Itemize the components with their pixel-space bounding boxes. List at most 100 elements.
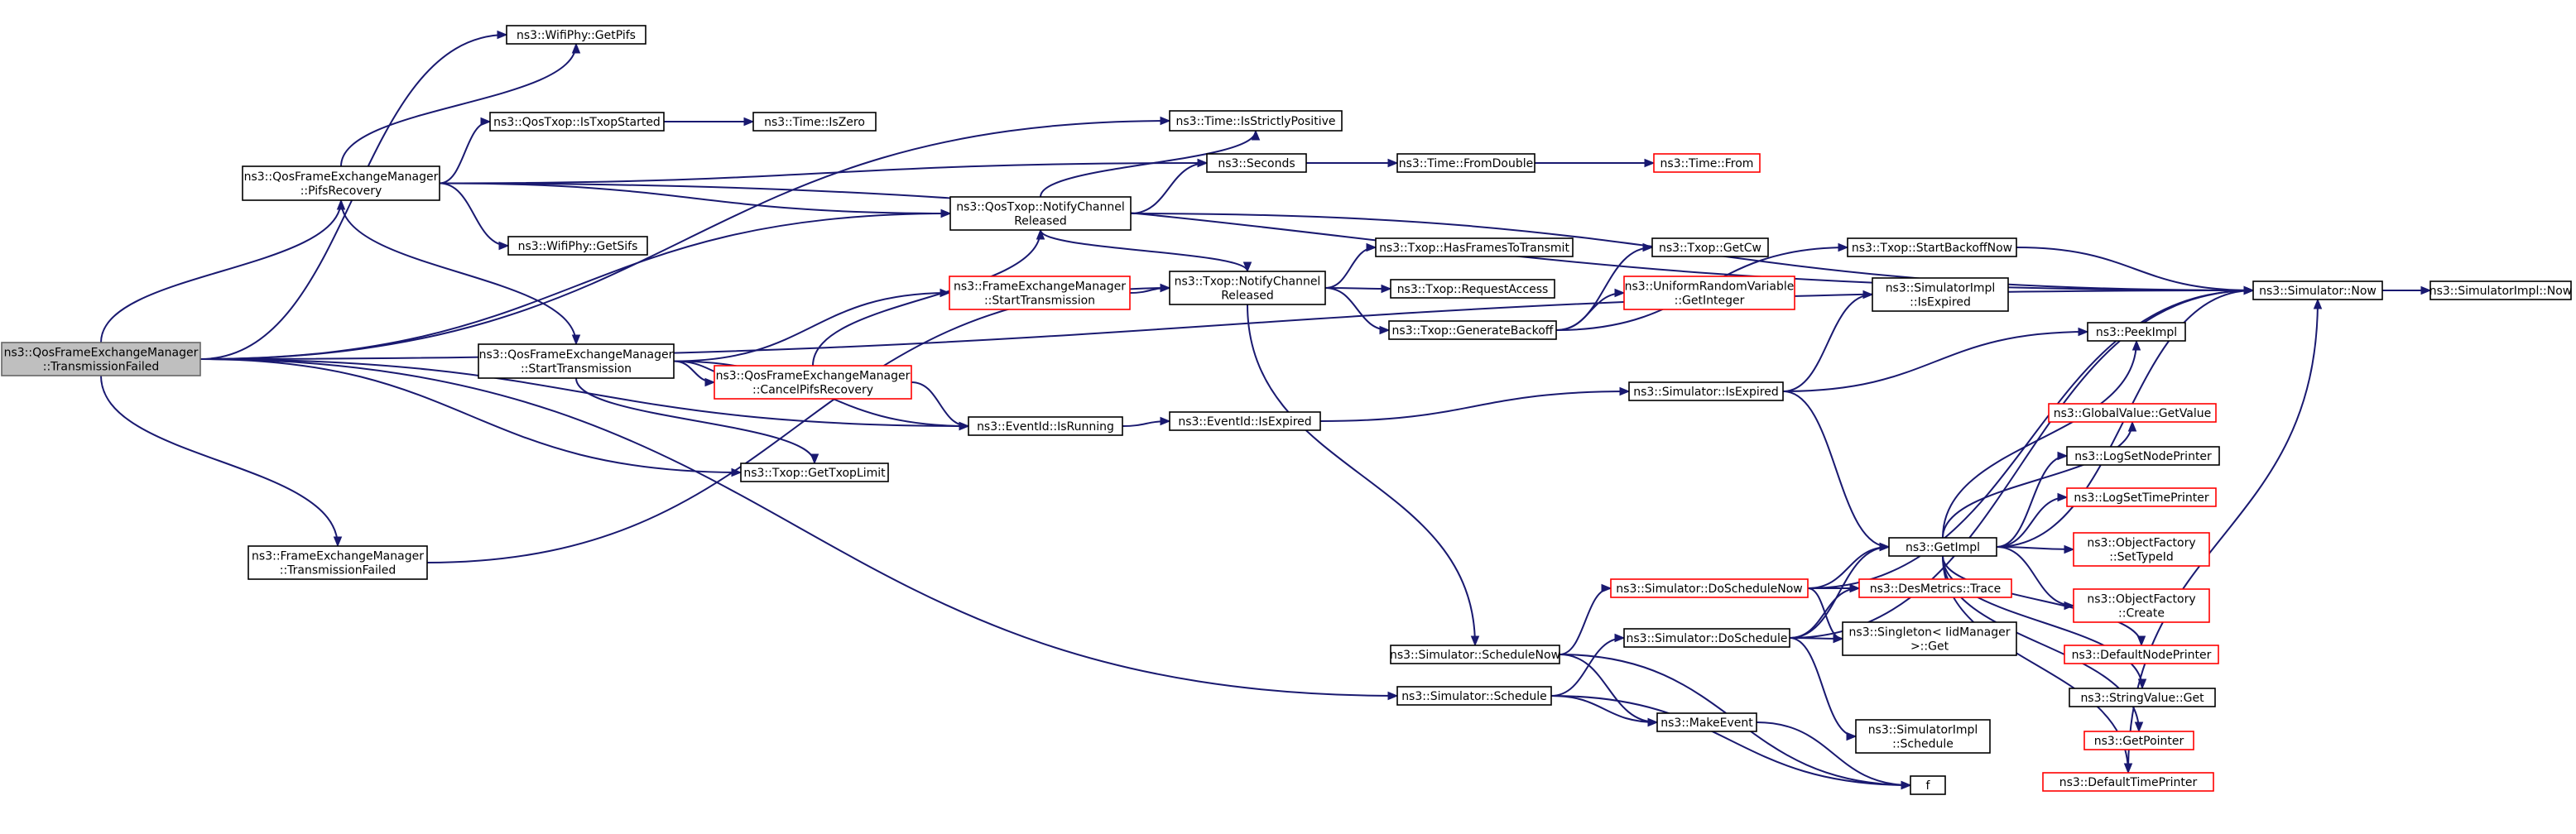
- node-fem_fail[interactable]: ns3::FrameExchangeManager::TransmissionF…: [248, 545, 428, 580]
- edge-line: [100, 375, 339, 547]
- call-edge-txnotify-to-reqaccess: [1324, 284, 1392, 294]
- node-strget[interactable]: ns3::StringValue::Get: [2069, 688, 2216, 707]
- edge-line: [340, 43, 577, 167]
- node-box: [968, 416, 1123, 436]
- node-doschednow[interactable]: ns3::Simulator::DoScheduleNow: [1610, 578, 1809, 598]
- edge-line: [199, 358, 969, 427]
- node-globalvalue[interactable]: ns3::GlobalValue::GetValue: [2048, 403, 2217, 423]
- call-edge-root-to-sched: [199, 358, 1399, 701]
- node-genbackoff[interactable]: ns3::Txop::GenerateBackoff: [1388, 320, 1557, 340]
- edge-arrowhead: [1387, 158, 1399, 168]
- node-f[interactable]: f: [1910, 775, 1946, 795]
- call-edge-pifsrec-to-seconds: [439, 158, 1209, 185]
- node-box: [1396, 686, 1552, 706]
- node-simisexpired[interactable]: ns3::Simulator::IsExpired: [1628, 381, 1784, 401]
- edge-line: [1996, 546, 2074, 606]
- edge-line: [1789, 587, 1860, 639]
- node-label-line: Released: [1221, 290, 1274, 303]
- node-timefrom[interactable]: ns3::Time::From: [1653, 153, 1761, 173]
- node-getimpl[interactable]: ns3::GetImpl: [1888, 537, 1997, 557]
- node-label-line: ns3::UniformRandomVariable: [1625, 280, 1795, 294]
- node-schednow[interactable]: ns3::Simulator::ScheduleNow: [1390, 645, 1560, 664]
- edge-arrowhead: [1846, 731, 1858, 741]
- node-box: [1628, 381, 1784, 401]
- node-peekimpl[interactable]: ns3::PeekImpl: [2087, 322, 2186, 342]
- node-eidexpired[interactable]: ns3::EventId::IsExpired: [1169, 411, 1321, 431]
- node-box: [1910, 775, 1946, 795]
- edge-arrowhead: [704, 377, 716, 387]
- node-implisexpired[interactable]: ns3::SimulatorImpl::IsExpired: [1872, 277, 2009, 312]
- node-sched[interactable]: ns3::Simulator::Schedule: [1396, 686, 1552, 706]
- call-edge-root-to-pifsrec: [100, 199, 346, 343]
- node-strictpos[interactable]: ns3::Time::IsStrictlyPositive: [1169, 110, 1343, 132]
- node-getsifs[interactable]: ns3::WifiPhy::GetSifs: [507, 236, 648, 256]
- edge-arrowhead: [1036, 228, 1045, 240]
- node-label-line: ns3::DesMetrics::Trace: [1870, 582, 2002, 596]
- edge-arrowhead: [1614, 288, 1626, 298]
- node-singleton[interactable]: ns3::Singleton< IidManager>::Get: [1842, 621, 2017, 656]
- call-edge-qosnotify-to-seconds: [1130, 158, 1209, 214]
- edge-line: [1942, 555, 2142, 646]
- node-lognode[interactable]: ns3::LogSetNodePrinter: [2066, 446, 2220, 466]
- node-uniform[interactable]: ns3::UniformRandomVariable::GetInteger: [1623, 276, 1795, 310]
- edge-line: [1555, 292, 1625, 331]
- node-settypeid[interactable]: ns3::ObjectFactory::SetTypeId: [2073, 532, 2210, 567]
- node-box: [2066, 446, 2220, 466]
- node-reqaccess[interactable]: ns3::Txop::RequestAccess: [1390, 279, 1555, 299]
- node-fem_start[interactable]: ns3::FrameExchangeManager::StartTransmis…: [949, 276, 1131, 310]
- node-seconds[interactable]: ns3::Seconds: [1206, 153, 1307, 173]
- call-edge-cancelpifs-to-qosnotify: [812, 228, 1045, 367]
- node-box: [506, 25, 646, 45]
- node-implsched[interactable]: ns3::SimulatorImpl::Schedule: [1855, 719, 1991, 754]
- edge-line: [1996, 496, 2068, 548]
- node-label-line: ns3::Time::FromDouble: [1399, 157, 1534, 170]
- node-box: [1888, 537, 1997, 557]
- node-label-line: ::TransmissionFailed: [280, 564, 396, 578]
- node-box: [489, 112, 665, 132]
- node-root[interactable]: ns3::QosFrameExchangeManager::Transmissi…: [1, 342, 201, 376]
- node-deftime[interactable]: ns3::DefaultTimePrinter: [2042, 772, 2214, 792]
- node-defnode[interactable]: ns3::DefaultNodePrinter: [2064, 645, 2219, 664]
- node-label-line: ns3::WifiPhy::GetPifs: [517, 29, 636, 42]
- node-getpifs[interactable]: ns3::WifiPhy::GetPifs: [506, 25, 646, 45]
- node-iszero[interactable]: ns3::Time::IsZero: [752, 112, 877, 132]
- edge-arrowhead: [497, 30, 508, 40]
- node-ofcreate[interactable]: ns3::ObjectFactory::Create: [2073, 588, 2210, 623]
- edge-arrowhead: [1862, 290, 1874, 300]
- node-label-line: ns3::QosFrameExchangeManager: [716, 370, 911, 383]
- node-istxop[interactable]: ns3::QosTxop::IsTxopStarted: [489, 112, 665, 132]
- node-gettxoplimit[interactable]: ns3::Txop::GetTxopLimit: [740, 463, 889, 482]
- node-makeevent[interactable]: ns3::MakeEvent: [1656, 712, 1757, 732]
- edge-arrowhead: [959, 421, 970, 431]
- node-cancelpifs[interactable]: ns3::QosFrameExchangeManager::CancelPifs…: [714, 365, 912, 400]
- node-label-line: ns3::QosFrameExchangeManager: [479, 348, 674, 362]
- node-isrunning[interactable]: ns3::EventId::IsRunning: [968, 416, 1123, 436]
- node-simimplnow[interactable]: ns3::SimulatorImpl::Now: [2429, 280, 2573, 300]
- node-simnow[interactable]: ns3::Simulator::Now: [2252, 280, 2383, 300]
- node-label-line: ns3::StringValue::Get: [2080, 692, 2204, 705]
- node-desmetrics[interactable]: ns3::DesMetrics::Trace: [1858, 578, 2012, 598]
- node-pifsrec[interactable]: ns3::QosFrameExchangeManager::PifsRecove…: [242, 165, 440, 201]
- node-label-line: ::GetInteger: [1675, 295, 1745, 308]
- edge-arrowhead: [2313, 298, 2323, 309]
- edge-arrowhead: [1470, 635, 1480, 647]
- node-label-line: ::CancelPifsRecovery: [752, 384, 873, 397]
- node-logtime[interactable]: ns3::LogSetTimePrinter: [2066, 487, 2217, 507]
- node-label-line: ns3::FrameExchangeManager: [954, 280, 1126, 294]
- node-label-line: ::IsExpired: [1910, 296, 1971, 309]
- node-startbackoff[interactable]: ns3::Txop::StartBackoffNow: [1847, 237, 2017, 257]
- node-box: [714, 365, 912, 400]
- node-label-line: ns3::Simulator::Now: [2259, 285, 2377, 298]
- node-qfem_start[interactable]: ns3::QosFrameExchangeManager::StartTrans…: [478, 343, 675, 379]
- node-getcw[interactable]: ns3::Txop::GetCw: [1651, 237, 1769, 257]
- node-fromdouble[interactable]: ns3::Time::FromDouble: [1396, 153, 1536, 173]
- call-edge-seconds-to-fromdouble: [1306, 158, 1399, 168]
- call-edge-root-to-strictpos: [199, 116, 1171, 360]
- node-dosched[interactable]: ns3::Simulator::DoSchedule: [1623, 628, 1790, 648]
- edge-line: [1782, 391, 1890, 548]
- node-getpointer[interactable]: ns3::GetPointer: [2083, 731, 2194, 750]
- node-hasframes[interactable]: ns3::Txop::HasFramesToTransmit: [1375, 237, 1574, 257]
